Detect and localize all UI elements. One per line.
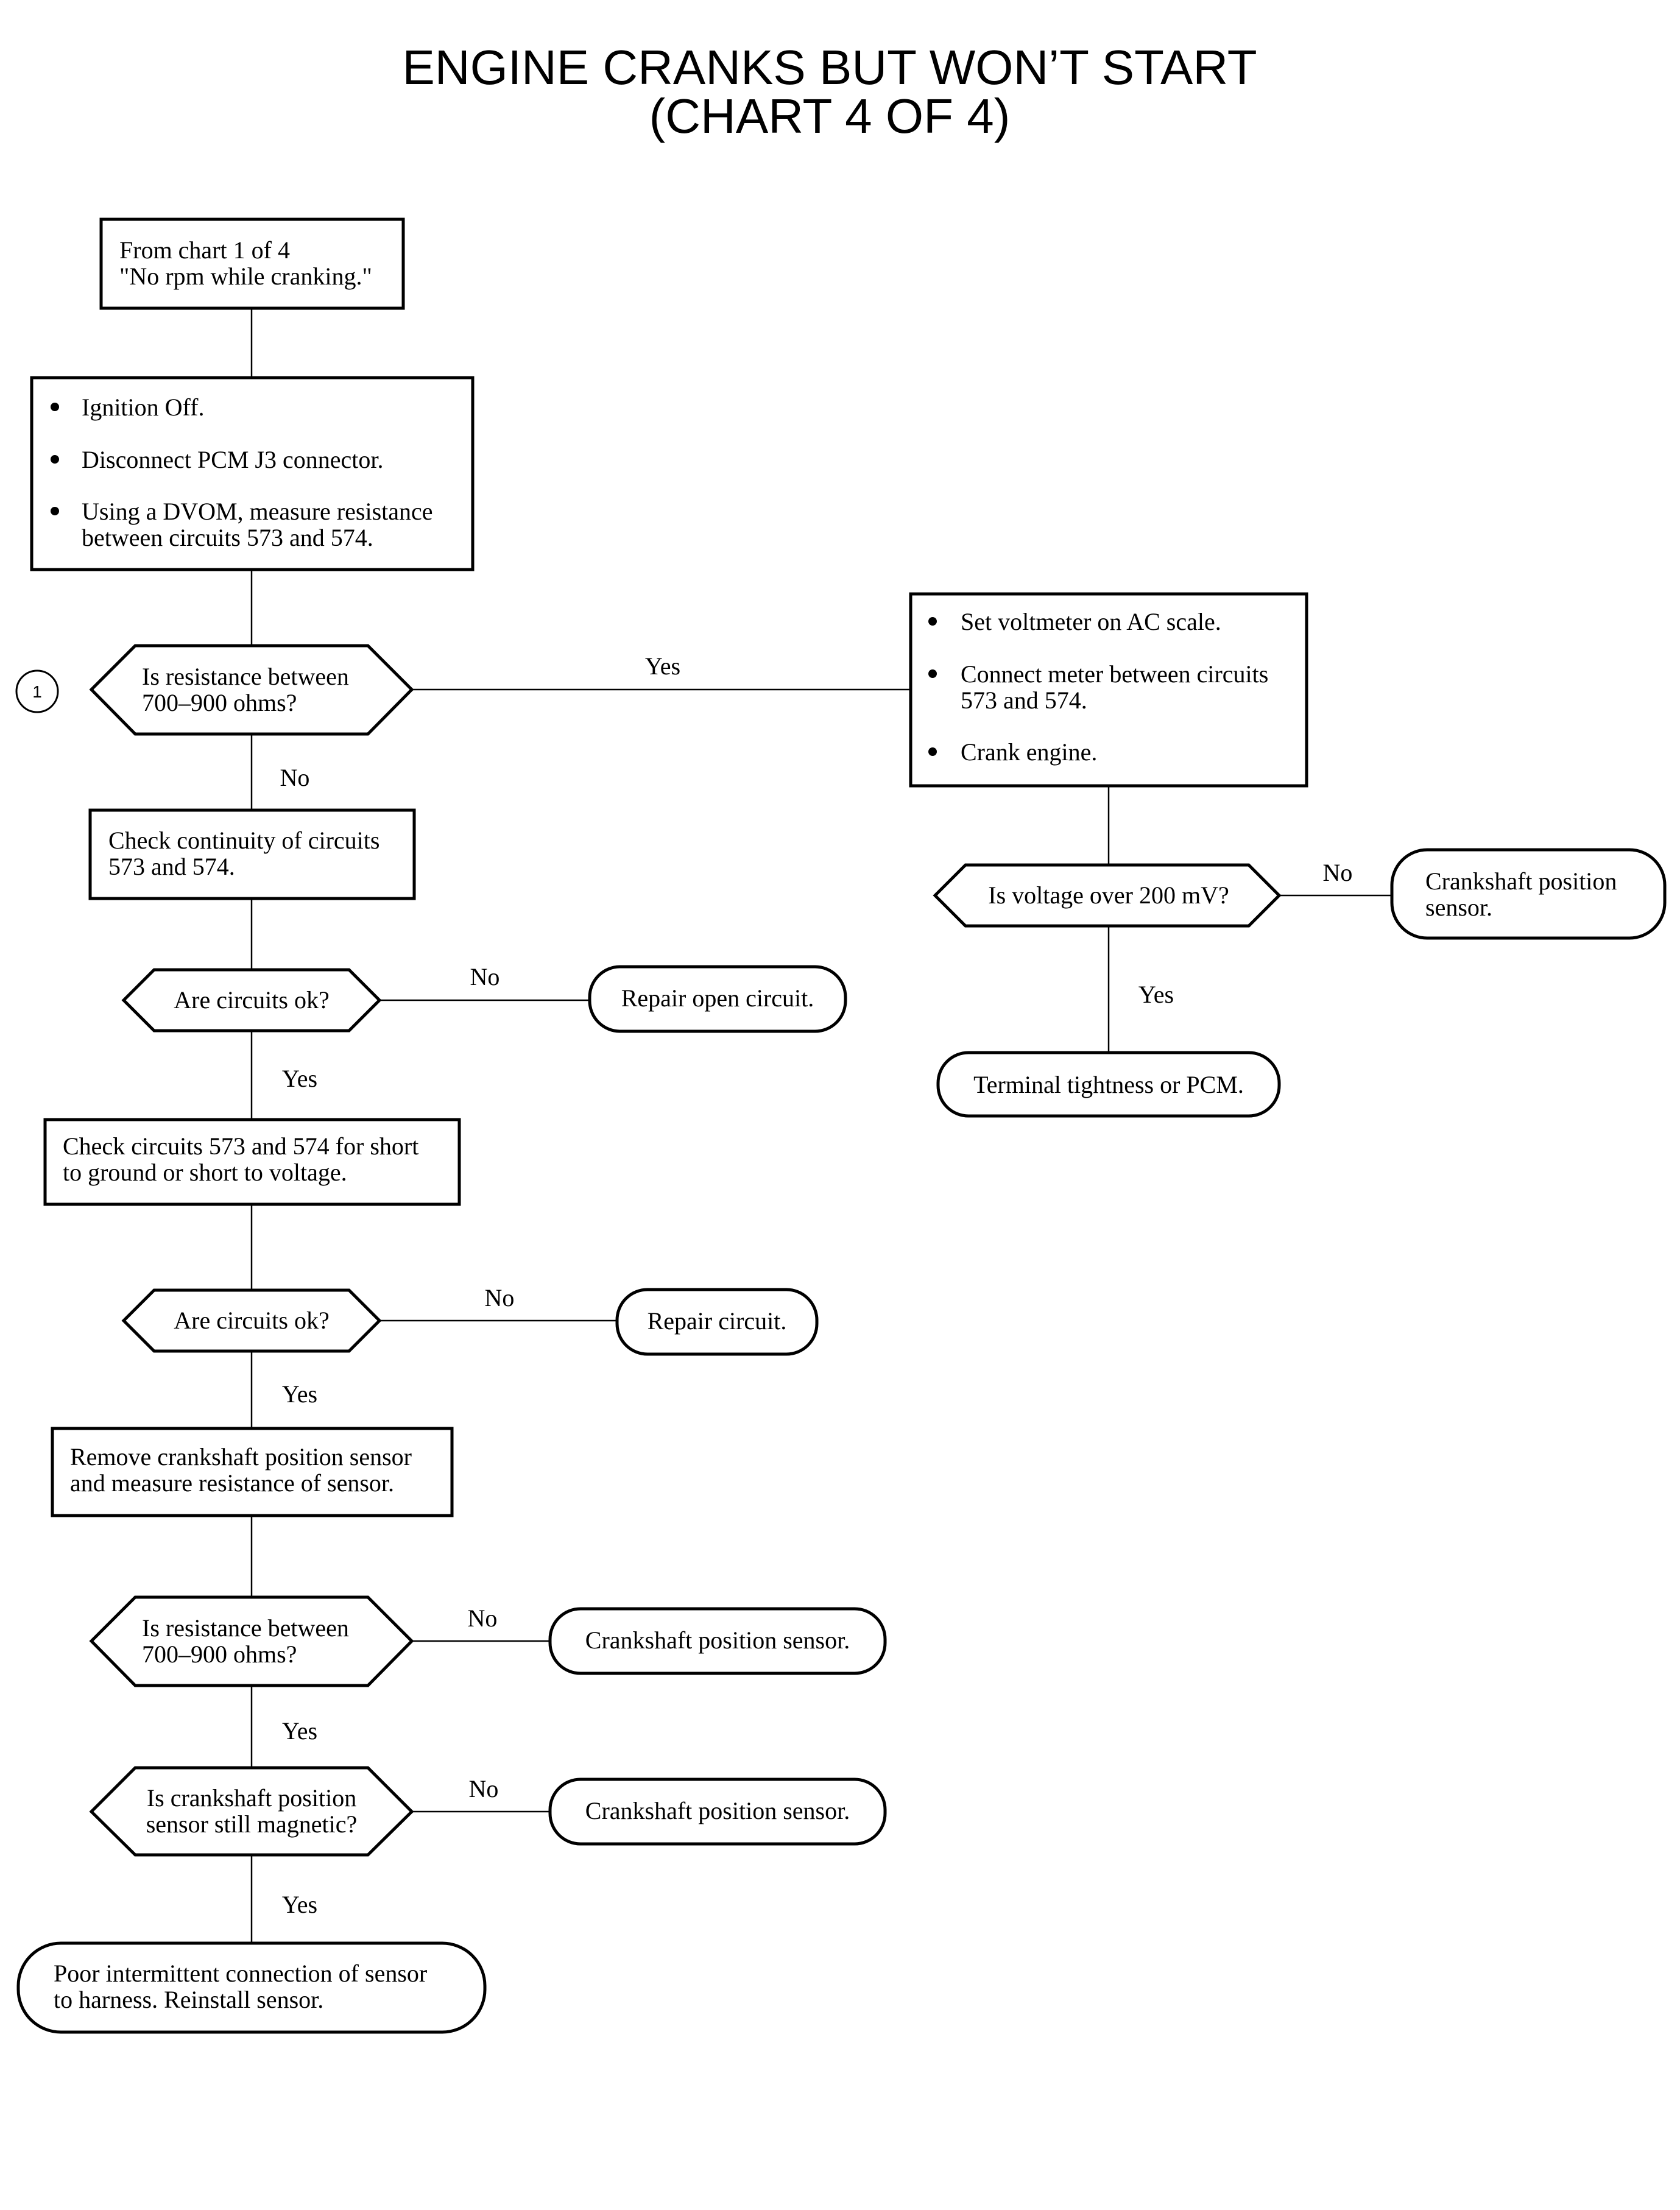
step1-bullet3-line2: between circuits 573 and 574. <box>82 524 373 551</box>
decision5-no-label: No <box>469 1775 499 1802</box>
result-final-line2: to harness. Reinstall sensor. <box>54 1986 323 2013</box>
result-ckp1-text: Crankshaft position sensor. <box>585 1626 850 1654</box>
step-continuity-line2: 573 and 574. <box>108 853 235 880</box>
decision1-yes-label: Yes <box>645 652 680 680</box>
result-repair-circuit <box>615 1288 819 1356</box>
step-voltage-bullet3: Crank engine. <box>961 738 1097 766</box>
step-marker-circle <box>15 669 59 713</box>
bullet-icon <box>51 403 59 411</box>
step1-bullet3-line1: Using a DVOM, measure resistance <box>82 498 433 525</box>
step-remove-line2: and measure resistance of sensor. <box>70 1469 394 1497</box>
result-ckp-sensor-top <box>1390 848 1667 940</box>
step-short-box <box>43 1118 461 1206</box>
result-final-line1: Poor intermittent connection of sensor <box>54 1960 427 1987</box>
decision1-line1: Is resistance between <box>142 663 349 690</box>
decision-magnetic <box>89 1766 414 1857</box>
decision5-line2: sensor still magnetic? <box>146 1810 358 1838</box>
step-remove-sensor-box <box>51 1427 454 1517</box>
result-ckp-sensor-2 <box>548 1778 887 1846</box>
decision-circuits-ok-1 <box>121 968 382 1033</box>
decision4-yes-label: Yes <box>282 1717 317 1745</box>
step-voltage-bullet2-line2: 573 and 574. <box>961 687 1087 714</box>
start-text-line2: "No rpm while cranking." <box>119 263 372 290</box>
decision4-line2: 700–900 ohms? <box>142 1640 297 1668</box>
decision-voltage <box>933 863 1282 928</box>
step-voltage-bullet1: Set voltmeter on AC scale. <box>961 608 1221 635</box>
decision-voltage-text: Is voltage over 200 mV? <box>988 881 1229 909</box>
bullet-icon <box>928 617 937 626</box>
start-text-line1: From chart 1 of 4 <box>119 236 290 264</box>
decision2-text: Are circuits ok? <box>174 986 329 1014</box>
step1-bullet2: Disconnect PCM J3 connector. <box>82 446 384 473</box>
step-disconnect-box <box>30 376 475 571</box>
decision5-yes-label: Yes <box>282 1891 317 1918</box>
decision4-no-label: No <box>468 1605 498 1632</box>
bullet-icon <box>51 455 59 464</box>
step-marker-label: 1 <box>32 682 42 701</box>
connector-lines <box>250 308 1392 1943</box>
result-ckp-top-line2: sensor. <box>1425 894 1492 921</box>
start-box <box>99 217 405 310</box>
result-ckp-top-line1: Crankshaft position <box>1425 867 1617 895</box>
result-terminal <box>936 1051 1281 1118</box>
decision5-line1: Is crankshaft position <box>147 1784 356 1812</box>
step-voltage-box <box>909 592 1308 788</box>
step-short-line1: Check circuits 573 and 574 for short <box>63 1132 418 1160</box>
step1-bullet1: Ignition Off. <box>82 394 204 421</box>
decision1-line2: 700–900 ohms? <box>142 689 297 716</box>
decision3-yes-label: Yes <box>282 1380 317 1408</box>
bullet-icon <box>928 669 937 678</box>
step-continuity-box <box>88 808 416 900</box>
step-remove-line1: Remove crankshaft position sensor <box>70 1443 412 1470</box>
result-repair-circuit-text: Repair circuit. <box>648 1307 787 1335</box>
result-repair-open <box>588 965 847 1033</box>
decision-voltage-yes-label: Yes <box>1138 981 1174 1008</box>
decision-resistance-2 <box>89 1595 414 1687</box>
decision3-no-label: No <box>485 1284 515 1312</box>
decision3-text: Are circuits ok? <box>174 1307 329 1334</box>
chart-title-line2: (CHART 4 OF 4) <box>649 89 1011 143</box>
result-terminal-text: Terminal tightness or PCM. <box>973 1071 1244 1098</box>
result-ckp-sensor-1 <box>548 1607 887 1675</box>
chart-title-line1: ENGINE CRANKS BUT WON’T START <box>402 40 1257 94</box>
result-ckp2-text: Crankshaft position sensor. <box>585 1797 850 1824</box>
decision-circuits-ok-2 <box>121 1288 382 1353</box>
step-voltage-bullet2-line1: Connect meter between circuits <box>961 660 1268 688</box>
decision-voltage-no-label: No <box>1323 859 1353 886</box>
decision2-no-label: No <box>470 963 500 990</box>
bullet-icon <box>51 507 59 515</box>
decision-resistance-1 <box>89 644 414 736</box>
step-short-line2: to ground or short to voltage. <box>63 1159 347 1186</box>
step-continuity-line1: Check continuity of circuits <box>108 827 379 854</box>
bullet-icon <box>928 747 937 756</box>
decision2-yes-label: Yes <box>282 1065 317 1092</box>
decision1-no-label: No <box>280 764 310 791</box>
result-repair-open-text: Repair open circuit. <box>621 984 814 1012</box>
decision4-line1: Is resistance between <box>142 1614 349 1642</box>
result-poor-connection <box>16 1941 487 2034</box>
